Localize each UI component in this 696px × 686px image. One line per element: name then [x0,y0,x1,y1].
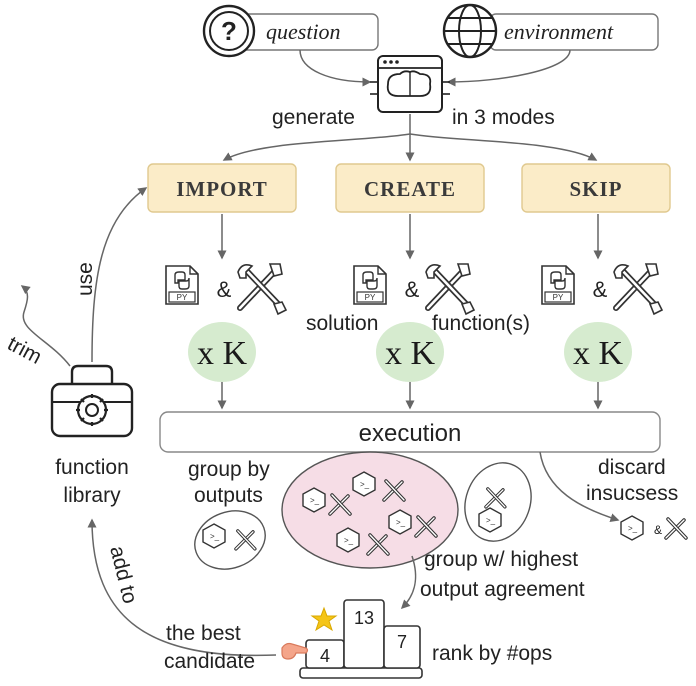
repeat-k-create: x K [376,322,444,382]
question-icon [202,4,256,58]
mode-create: CREATE [335,163,485,213]
svg-text:PY: PY [177,293,188,302]
svg-text:PY: PY [365,293,376,302]
main-group [281,451,459,569]
generate-label: generate [272,106,355,129]
repeat-k-import: x K [188,322,256,382]
discarded-items: & [620,515,688,541]
environment-input: environment [442,3,659,59]
mode-import: IMPORT [147,163,297,213]
question-label: question [266,19,341,44]
pointing-hand-icon [281,642,309,660]
svg-text:x K: x K [197,335,248,372]
rank-label: rank by #ops [432,642,552,665]
svg-text:&: & [654,523,662,537]
modes-label: in 3 modes [452,106,555,129]
svg-text:7: 7 [397,632,407,652]
best-candidate-label-2: candidate [164,650,255,673]
best-candidate-label-1: the best [166,622,241,645]
ampersand: & [217,277,232,302]
mode-create-label: CREATE [364,177,456,201]
ampersand: & [405,277,420,302]
small-group-left [194,510,266,570]
library-label-line1: function [55,456,129,479]
library-label-line2: library [63,484,121,507]
svg-text:x K: x K [573,335,624,372]
discard-label-2: insucsess [586,482,678,505]
small-group-right [464,462,532,542]
solution-label: solution [306,312,378,335]
add-to-label: add to [105,544,141,606]
group-by-label-1: group by [188,458,270,481]
use-label: use [74,262,97,296]
environment-label: environment [504,19,614,44]
svg-text:PY: PY [553,293,564,302]
execution-label: execution [359,420,462,447]
llm-icon [370,55,450,113]
mode-skip-label: SKIP [569,177,622,201]
repeat-k-skip: x K [564,322,632,382]
mode-skip: SKIP [521,163,671,213]
tools-icon [426,264,474,314]
tools-icon [614,264,662,314]
ampersand: & [593,277,608,302]
podium-right [383,625,421,669]
highest-agreement-label-2: output agreement [420,578,585,601]
highest-agreement-label-1: group w/ highest [424,548,578,571]
discard-label-1: discard [598,456,666,479]
execution-bar: execution [159,411,661,453]
svg-text:?: ? [221,16,237,46]
question-input: ? question [202,4,379,58]
svg-text:4: 4 [320,646,330,666]
group-by-label-2: outputs [194,484,263,507]
ranking-podium: 4 13 7 [299,599,423,679]
svg-text:x K: x K [385,335,436,372]
toolbox-icon [50,364,134,438]
star-icon [310,606,338,632]
svg-text:13: 13 [354,608,374,628]
globe-icon [442,3,498,59]
mode-import-label: IMPORT [176,177,268,201]
functions-label: function(s) [432,312,530,335]
tools-icon [238,264,286,314]
